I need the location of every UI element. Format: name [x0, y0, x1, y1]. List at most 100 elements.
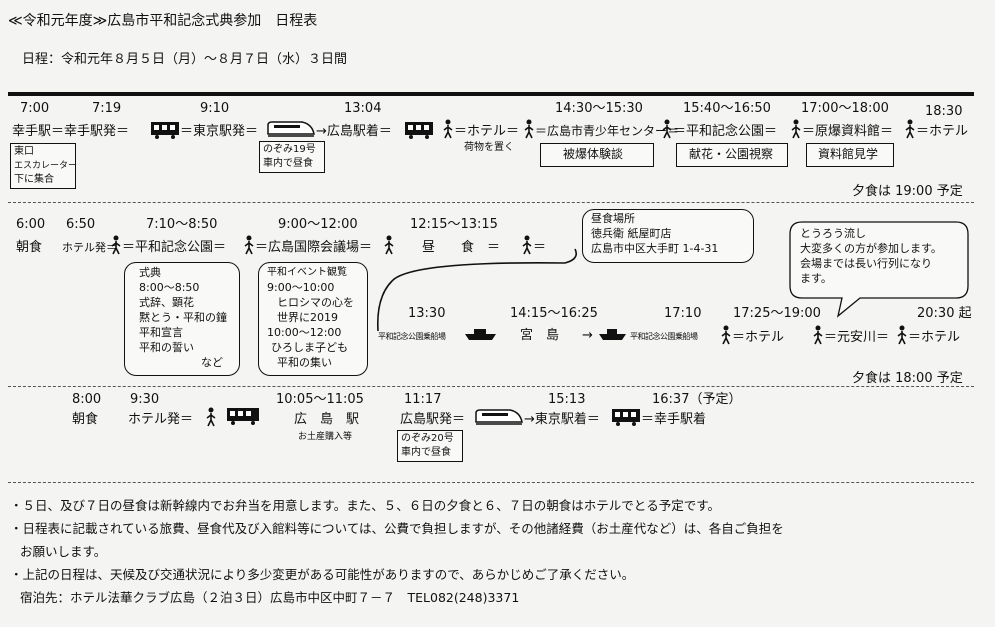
walk-icon [443, 119, 453, 139]
d1-dinner-note: 夕食は 19:00 予定 [852, 184, 963, 199]
d3-train-box: のぞみ20号 車内で昼食 [397, 430, 463, 462]
d1-time-4: 13:04 [344, 101, 382, 116]
d1-activity-b: 献花・公園視察 [676, 143, 788, 167]
d1-place-hiroshima: →広島駅着＝ [316, 124, 392, 139]
d2-lunch: 昼 食 ＝ [422, 240, 501, 255]
d2-hotel: ＝ホテル [732, 330, 785, 345]
d2-hotel-end: ＝ホテル [908, 330, 961, 345]
d1-place-hotel: ＝ホテル＝ [454, 124, 520, 139]
d2-time-5: 12:15～13:15 [410, 217, 498, 232]
d2-arrow: → [582, 328, 593, 343]
d3-breakfast: 朝食 [72, 412, 99, 427]
d3-time-2: 9:30 [130, 392, 160, 407]
d2-time-7: 14:15～16:25 [510, 306, 598, 321]
d3-time-6: 16:37（予定） [652, 392, 742, 407]
walk-icon [791, 119, 801, 139]
d3-satte-arrive: ＝幸手駅着 [641, 412, 707, 427]
walk-icon [897, 325, 907, 345]
d2-time-2: 6:50 [66, 217, 96, 232]
d2-dinner-note: 夕食は 18:00 予定 [852, 371, 963, 386]
shinkansen-icon [475, 409, 523, 425]
local-train-icon [612, 409, 640, 426]
d1-place-satte: 幸手駅＝幸手駅発＝ [12, 124, 130, 139]
walk-icon [244, 235, 254, 255]
d2-time-9: 17:25～19:00 [733, 306, 821, 321]
d1-train-box: のぞみ19号 車内で昼食 [259, 141, 325, 173]
d1-place-museum: ＝原爆資料館＝ [802, 124, 894, 139]
walk-icon [206, 407, 216, 427]
d2-lantern-note-2: 大変多くの方が参加します。 [800, 242, 942, 255]
d3-time-3: 10:05～11:05 [276, 392, 364, 407]
page-title: ≪令和元年度≫広島市平和記念式典参加 日程表 [8, 13, 318, 29]
d2-lantern-note-1: とうろう流し [800, 227, 866, 240]
d3-hiroshima-depart: 広島駅発＝ [400, 412, 466, 427]
walk-icon [905, 119, 915, 139]
d3-time-4: 11:17 [404, 392, 442, 407]
d1-time-5: 14:30～15:30 [555, 101, 643, 116]
ferry-icon [599, 329, 626, 340]
walk-icon [662, 119, 672, 139]
walk-icon [813, 325, 823, 345]
d1-time-7: 17:00～18:00 [801, 101, 889, 116]
d3-hotel-depart: ホテル発＝ [128, 412, 194, 427]
d2-time-10: 20:30 起 [917, 306, 972, 321]
ferry-icon [465, 329, 496, 340]
walk-icon [111, 235, 121, 255]
d2-time-3: 7:10～8:50 [146, 217, 218, 232]
d2-lantern-note-4: ます。 [800, 272, 832, 285]
d1-activity-a: 被爆体験談 [540, 143, 654, 167]
lodging-info: 宿泊先：ホテル法華クラブ広島（２泊３日）広島市中区中町７－７ TEL082(24… [20, 590, 520, 605]
d2-lantern-note-3: 会場までは長い行列になり [800, 257, 932, 270]
d2-lunch-box: 昼食場所 徳兵衛 紙屋町店 広島市中区大手町 1-4-31 [582, 209, 754, 263]
d1-place-tokyo: ＝東京駅発＝ [180, 124, 259, 139]
d2-conference-hall: ＝広島国際会議場＝ [255, 240, 373, 255]
local-train-icon [151, 122, 179, 139]
d3-time-5: 15:13 [548, 392, 586, 407]
d1-time-8: 18:30 [925, 104, 963, 119]
d3-time-1: 8:00 [72, 392, 102, 407]
d2-ceremony-box: 式典 8:00～8:50 式辞、顕花 黙とう・平和の鐘 平和宣言 平和の誓い な… [124, 262, 240, 376]
walk-icon [384, 235, 394, 255]
d2-miyajima: 宮 島 [520, 328, 560, 343]
d2-time-1: 6:00 [16, 217, 46, 232]
shinkansen-icon [267, 121, 315, 137]
route-connector-line [376, 248, 578, 332]
streetcar-icon [227, 408, 259, 425]
d2-peace-park: ＝平和記念公園＝ [122, 240, 227, 255]
d1-place-hotel-end: ＝ホテル [916, 124, 969, 139]
d2-event-box: 平和イベント観覧 9:00～10:00 ヒロシマの心を 世界に2019 10:0… [258, 262, 368, 376]
date-range: 日程：令和元年８月５日（月）～８月７日（水）３日間 [22, 52, 348, 67]
walk-icon [522, 235, 532, 255]
d1-luggage-note: 荷物を置く [464, 142, 514, 153]
note-2: ・日程表に記載されている旅費、昼食代及び入館料等については、公費で負担しますが、… [10, 521, 784, 536]
d1-time-3: 9:10 [200, 101, 230, 116]
day-divider [8, 202, 974, 203]
d1-meet-box: 東口 エスカレーター 下に集合 [10, 143, 77, 189]
d2-lunch-arrow: ＝ [533, 240, 547, 255]
note-2-cont: お願いします。 [20, 544, 107, 559]
note-3: ・上記の日程は、天候及び交通状況により多少変更がある可能性がありますので、あらか… [10, 567, 635, 582]
d2-time-4: 9:00～12:00 [278, 217, 358, 232]
header-rule [8, 92, 974, 96]
d3-hiroshima-station: 広 島 駅 [294, 412, 360, 427]
d1-place-youth-center: ＝広島市青少年センター＝ [535, 124, 680, 138]
walk-icon [721, 325, 731, 345]
d2-time-6: 13:30 [408, 306, 446, 321]
streetcar-icon [405, 122, 433, 139]
d2-pier-2: 平和記念公園乗船場 [630, 332, 698, 341]
d2-breakfast: 朝食 [16, 240, 43, 255]
notes-divider [8, 482, 974, 483]
d3-souvenir-note: お土産購入等 [298, 432, 353, 442]
d1-time-6: 15:40～16:50 [683, 101, 771, 116]
note-1: ・５日、及び７日の昼食は新幹線内でお弁当を用意します。また、５、６日の夕食と６、… [10, 498, 721, 513]
d1-time-1: 7:00 [20, 101, 50, 116]
d2-time-8: 17:10 [664, 306, 702, 321]
walk-icon [524, 119, 534, 139]
day-divider [8, 386, 974, 387]
d2-lantern-callout [789, 221, 969, 318]
d2-hotel-depart: ホテル発＝ [62, 241, 117, 254]
d1-time-2: 7:19 [92, 101, 122, 116]
d2-pier-1: 平和記念公園乗船場 [378, 332, 446, 341]
d1-place-peace-park: ＝平和記念公園＝ [673, 124, 778, 139]
d3-tokyo-arrive: →東京駅着＝ [524, 412, 600, 427]
